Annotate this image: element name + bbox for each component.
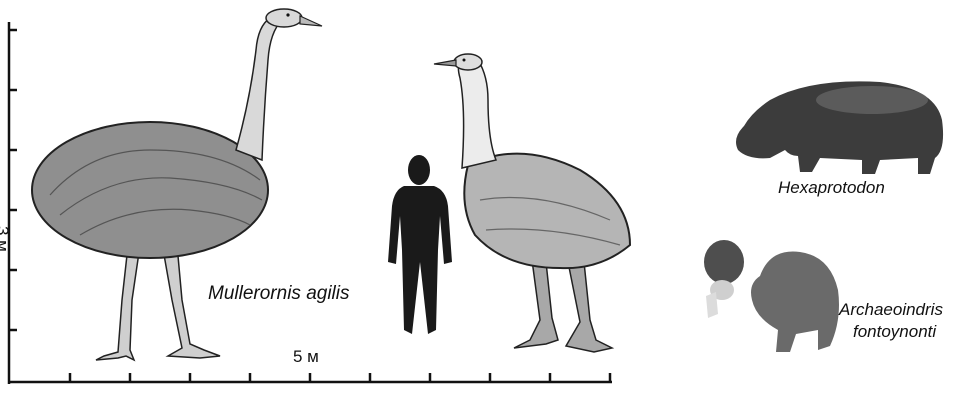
hexaprotodon-label: Hexaprotodon	[778, 178, 885, 198]
mullerornis-label: Mullerornis agilis	[208, 283, 350, 305]
mullerornis-bird-illustration	[32, 9, 322, 360]
hexaprotodon-hippo-image	[736, 81, 943, 174]
archaeoindris-label-line1: Archaeoindris	[839, 300, 943, 320]
archaeoindris-label-line2: fontoynonti	[853, 322, 936, 342]
second-bird-illustration	[434, 54, 630, 352]
horizontal-scale-label: 5 м	[293, 347, 319, 367]
vertical-scale-label: 3 м	[0, 226, 12, 252]
horizontal-scale-axis	[9, 373, 612, 382]
human-silhouette	[388, 155, 452, 334]
vertical-scale-axis	[9, 22, 17, 384]
archaeoindris-lemur-image	[704, 240, 839, 352]
